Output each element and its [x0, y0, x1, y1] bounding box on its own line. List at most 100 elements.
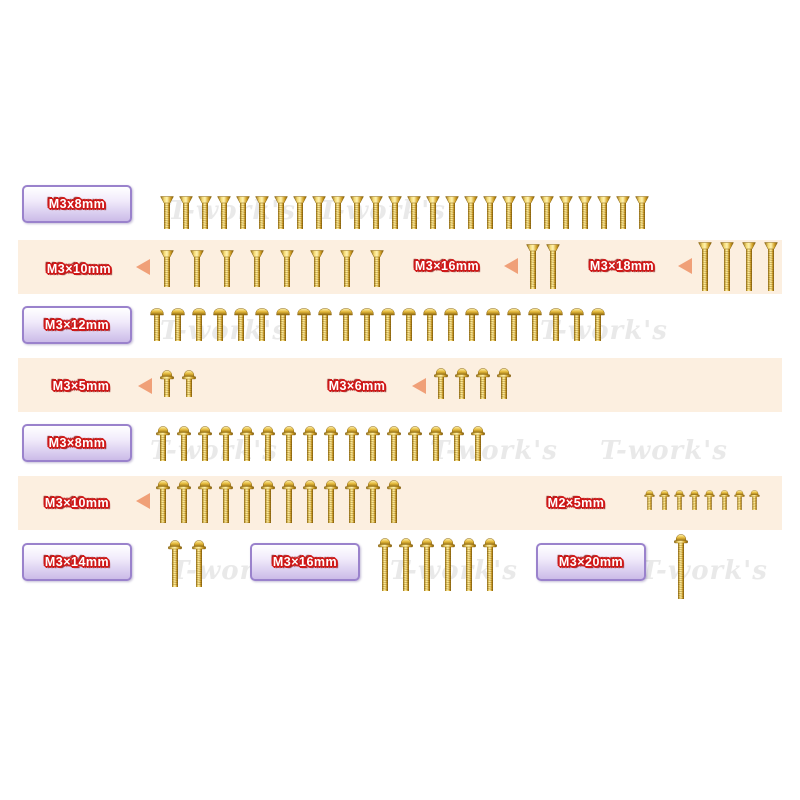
flange-screw-icon: [219, 480, 233, 523]
screw-group-flange-m3x16: [378, 538, 497, 591]
flat-screw-icon: [502, 196, 516, 229]
flange-screw-icon: [324, 426, 338, 461]
flange-screw-icon: [644, 490, 655, 510]
flange-screw-icon: [674, 534, 688, 599]
button-screw-icon: [381, 308, 395, 341]
flange-screw-icon: [198, 426, 212, 461]
watermark: T-work's: [430, 436, 558, 466]
flat-screw-icon: [464, 196, 478, 229]
screw-group-flat-m3x10: [160, 250, 384, 287]
flat-screw-icon: [426, 196, 440, 229]
flat-screw-icon: [369, 196, 383, 229]
flat-screw-icon: [274, 196, 288, 229]
size-label-m3x14: M3×14mm: [22, 543, 132, 581]
pointer-arrow-icon: [412, 378, 426, 394]
pointer-arrow-icon: [136, 493, 150, 509]
watermark: T-work's: [160, 316, 288, 346]
size-label-m3x8: M3x8mm: [22, 185, 132, 223]
size-label-m3x20: M3×20mm: [536, 543, 646, 581]
flange-screw-icon: [441, 538, 455, 591]
flat-screw-icon: [526, 244, 540, 289]
flange-screw-icon: [471, 426, 485, 461]
flat-screw-icon: [370, 250, 384, 287]
flat-screw-icon: [742, 242, 756, 291]
flat-screw-icon: [597, 196, 611, 229]
flange-screw-icon: [345, 480, 359, 523]
flat-screw-icon: [546, 244, 560, 289]
size-label-m3x12: M3×12mm: [22, 306, 132, 344]
pointer-arrow-icon: [136, 259, 150, 275]
flange-screw-icon: [192, 540, 206, 587]
button-screw-icon: [234, 308, 248, 341]
button-screw-icon: [276, 308, 290, 341]
flange-screw-icon: [378, 538, 392, 591]
screw-group-flat-m3x16: [526, 244, 560, 289]
button-screw-icon: [150, 308, 164, 341]
watermark: T-work's: [600, 436, 728, 466]
flat-screw-icon: [190, 250, 204, 287]
flat-screw-icon: [280, 250, 294, 287]
flange-screw-icon: [366, 426, 380, 461]
button-screw-icon: [171, 308, 185, 341]
flat-screw-icon: [160, 250, 174, 287]
flange-screw-icon: [420, 538, 434, 591]
flange-screw-icon: [240, 426, 254, 461]
button-screw-icon: [192, 308, 206, 341]
flange-screw-icon: [749, 490, 760, 510]
flange-screw-icon: [198, 480, 212, 523]
flange-screw-icon: [734, 490, 745, 510]
flat-screw-icon: [220, 250, 234, 287]
pointer-arrow-icon: [678, 258, 692, 274]
flange-screw-icon: [303, 426, 317, 461]
screw-group-flat-m3x18: [698, 242, 778, 291]
pointer-arrow-icon: [504, 258, 518, 274]
flange-screw-icon: [497, 368, 511, 399]
flat-screw-icon: [635, 196, 649, 229]
size-label-m3x18: M3×18mm: [589, 259, 655, 273]
screw-group-flat-m3x8: [160, 196, 649, 229]
flat-screw-icon: [407, 196, 421, 229]
flat-screw-icon: [179, 196, 193, 229]
flange-screw-icon: [659, 490, 670, 510]
screw-group-flange-m3x8: [156, 426, 485, 461]
flange-screw-icon: [240, 480, 254, 523]
flange-screw-icon: [674, 490, 685, 510]
flat-screw-icon: [764, 242, 778, 291]
flat-screw-icon: [217, 196, 231, 229]
flange-screw-icon: [689, 490, 700, 510]
screw-group-flange-m3x6: [434, 368, 511, 399]
flange-screw-icon: [366, 480, 380, 523]
button-screw-icon: [507, 308, 521, 341]
button-screw-icon: [591, 308, 605, 341]
watermark: T-work's: [540, 316, 668, 346]
flat-screw-icon: [250, 250, 264, 287]
watermark: T-work's: [150, 436, 278, 466]
flat-screw-icon: [388, 196, 402, 229]
button-screw-icon: [570, 308, 584, 341]
pointer-arrow-icon: [138, 378, 152, 394]
flat-screw-icon: [578, 196, 592, 229]
button-screw-icon: [339, 308, 353, 341]
flange-screw-icon: [434, 368, 448, 399]
flange-screw-icon: [429, 426, 443, 461]
flange-screw-icon: [177, 426, 191, 461]
flange-screw-icon: [704, 490, 715, 510]
flange-screw-icon: [160, 370, 174, 397]
flange-screw-icon: [303, 480, 317, 523]
screw-group-flange-m3x5: [160, 370, 196, 397]
flat-screw-icon: [720, 242, 734, 291]
flat-screw-icon: [483, 196, 497, 229]
size-label-m3x16: M3×16mm: [414, 259, 480, 273]
flange-screw-icon: [399, 538, 413, 591]
flange-screw-icon: [324, 480, 338, 523]
flat-screw-icon: [521, 196, 535, 229]
flange-screw-icon: [462, 538, 476, 591]
size-label-m2x5: M2×5mm: [547, 496, 605, 510]
button-screw-icon: [465, 308, 479, 341]
flange-screw-icon: [483, 538, 497, 591]
button-screw-icon: [360, 308, 374, 341]
size-label-m3x8-flange: M3×8mm: [22, 424, 132, 462]
button-screw-icon: [528, 308, 542, 341]
size-label-m3x5: M3×5mm: [52, 379, 110, 393]
flange-screw-icon: [345, 426, 359, 461]
